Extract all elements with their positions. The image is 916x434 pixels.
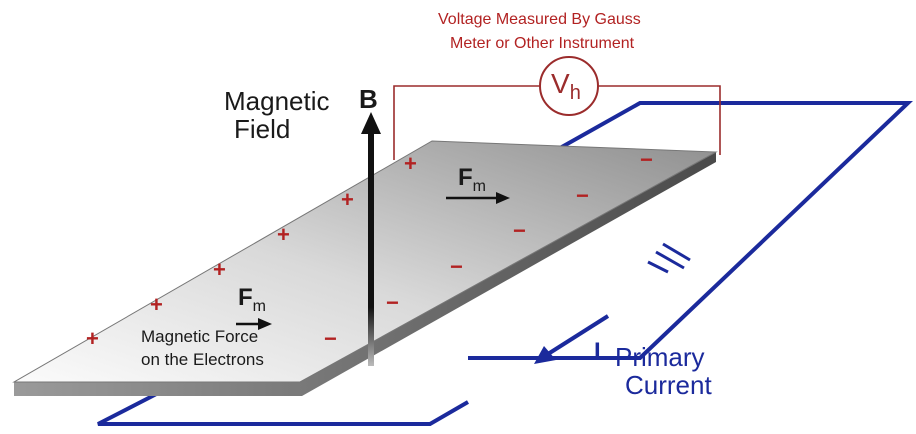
voltage-note-line1: Voltage Measured By Gauss [438,11,641,28]
battery-icon [647,242,691,274]
plate-edge [14,152,716,396]
plus-charge: + [404,151,417,176]
circuit-wire-right [468,101,914,360]
plus-charge: + [341,187,354,212]
circuit-wire-left [97,386,470,426]
current-arrow [534,314,610,364]
hall-plate [12,140,718,383]
plus-charge: + [86,326,99,351]
minus-charge: − [324,326,337,351]
force-subscript: m [472,178,486,195]
meter-label: Vh [551,68,581,104]
minus-charge: − [576,183,589,208]
force-symbol: F [458,164,473,191]
force-note-line1: Magnetic Force [141,327,259,346]
current-label-line2: Current [625,370,712,400]
minus-charge: − [450,254,463,279]
force-note-line2: on the Electrons [141,350,264,369]
plus-charge: + [277,222,290,247]
field-arrow-head [361,112,381,134]
plus-charge: + [213,257,226,282]
force-subscript: m [252,298,266,315]
meter-symbol: V [551,68,570,99]
field-symbol: B [359,84,378,114]
force-arrow-upper [446,192,510,204]
minus-charge: − [640,147,653,172]
voltage-note-line2: Meter or Other Instrument [450,35,635,52]
field-label-line1: Magnetic [224,86,330,116]
minus-charge: − [513,218,526,243]
force-label-lower: Fm [238,286,266,315]
voltmeter-icon [539,56,599,116]
plus-charge: + [150,292,163,317]
force-symbol: F [238,284,253,311]
minus-charge: − [386,290,399,315]
force-label-upper: Fm [458,166,486,195]
meter-subscript: h [569,82,581,104]
current-label-line1: Primary [615,342,705,372]
voltage-wire [393,85,721,160]
force-arrow-lower [236,318,272,330]
current-symbol: I [594,338,601,365]
field-label-line2: Field [234,114,291,144]
field-arrow-shaft [368,130,374,366]
